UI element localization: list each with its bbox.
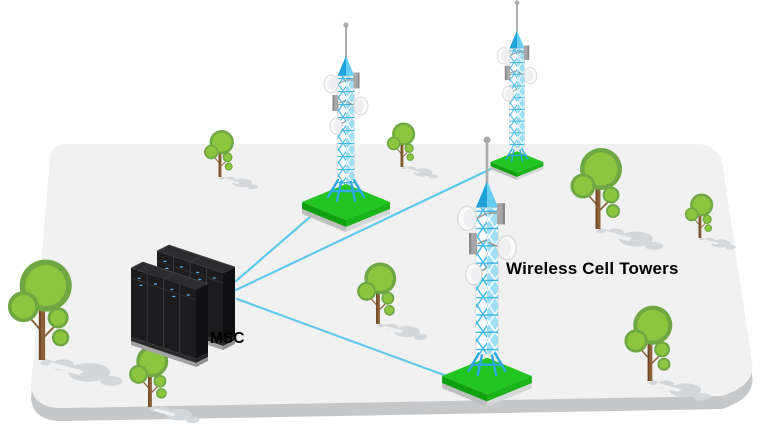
- link-msc-tower-3: [235, 297, 446, 377]
- server-rack-front: [130, 261, 209, 367]
- msc-servers: [130, 244, 236, 367]
- link-msc-tower-2: [234, 165, 497, 292]
- tower-2-mast: [496, 0, 538, 149]
- tree-5: [6, 258, 73, 361]
- msc-label: MSC: [210, 330, 245, 347]
- cell-towers-label: Wireless Cell Towers: [506, 259, 679, 278]
- link-msc-tower-1: [234, 215, 312, 283]
